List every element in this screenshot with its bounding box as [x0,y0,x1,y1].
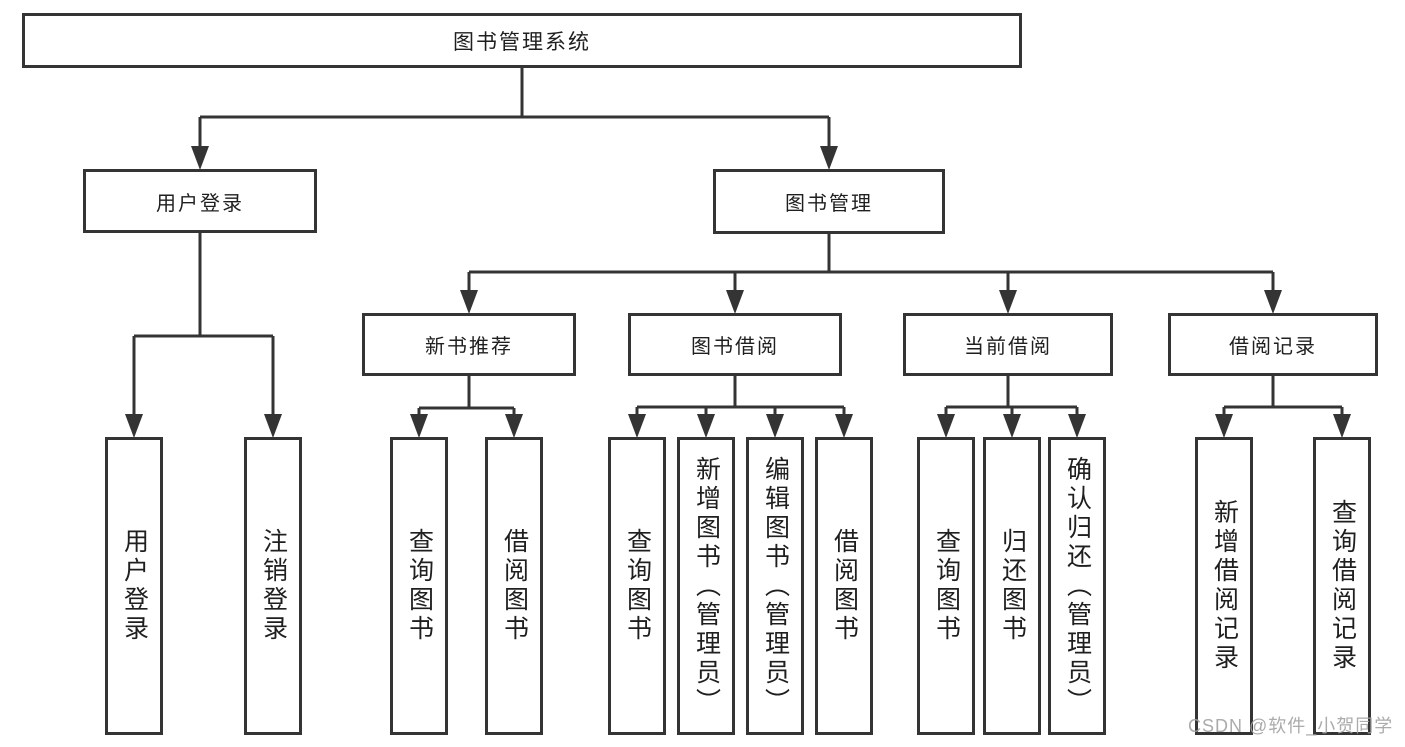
leaf-query-borrow-record-label: 查询借阅记录 [1328,499,1357,673]
node-borrowing-records: 借阅记录 [1168,313,1378,376]
leaf-confirm-return-admin: 确认归还（管理员） [1048,437,1106,735]
edge-borrow-to-leaves [635,376,846,415]
node-current-borrowing-label: 当前借阅 [964,336,1052,358]
leaf-borrow-books-label: 借阅图书 [830,528,859,644]
csdn-watermark: CSDN @软件_小贺同学 [1188,716,1394,736]
leaf-borrow-books-recommend-label: 借阅图书 [500,528,529,644]
leaf-return-books-label: 归还图书 [998,528,1027,644]
edge-userlogin-to-leaves [132,233,275,415]
node-root-label: 图书管理系统 [453,30,591,54]
leaf-confirm-return-admin-label: 确认归还（管理员） [1063,455,1092,717]
node-borrowing-records-label: 借阅记录 [1229,336,1317,358]
leaf-query-books-recommend: 查询图书 [390,437,448,735]
leaf-query-books-recommend-label: 查询图书 [405,528,434,644]
leaf-add-borrow-record: 新增借阅记录 [1195,437,1253,735]
leaf-add-books-admin: 新增图书（管理员） [677,437,735,735]
leaf-query-books-borrowing-label: 查询图书 [623,528,652,644]
node-book-management-label: 图书管理 [785,193,873,215]
leaf-add-books-admin-label: 新增图书（管理员） [692,455,721,717]
leaf-logout-label: 注销登录 [259,528,288,644]
leaf-return-books: 归还图书 [983,437,1041,735]
leaf-query-borrow-record: 查询借阅记录 [1313,437,1371,735]
leaf-query-books-borrowing: 查询图书 [608,437,666,735]
node-book-management: 图书管理 [713,169,945,234]
edge-newrec-to-leaves [417,376,516,415]
node-book-borrowing: 图书借阅 [628,313,842,376]
leaf-add-borrow-record-label: 新增借阅记录 [1210,499,1239,673]
leaf-query-books-current: 查询图书 [917,437,975,735]
leaf-user-login-label: 用户登录 [120,528,149,644]
leaf-edit-books-admin: 编辑图书（管理员） [746,437,804,735]
leaf-logout: 注销登录 [244,437,302,735]
edge-records-to-leaves [1222,376,1344,415]
leaf-borrow-books: 借阅图书 [815,437,873,735]
node-book-borrowing-label: 图书借阅 [691,336,779,358]
node-new-book-recommend: 新书推荐 [362,313,576,376]
node-user-login: 用户登录 [83,169,317,233]
edge-root-to-level2 [198,68,831,147]
leaf-query-books-current-label: 查询图书 [932,528,961,644]
leaf-edit-books-admin-label: 编辑图书（管理员） [761,455,790,717]
edge-current-to-leaves [944,376,1079,415]
node-root: 图书管理系统 [22,13,1022,68]
edge-bookmgmt-to-level3 [467,234,1275,291]
node-user-login-label: 用户登录 [156,192,244,215]
node-current-borrowing: 当前借阅 [903,313,1113,376]
node-new-book-recommend-label: 新书推荐 [425,336,513,358]
leaf-borrow-books-recommend: 借阅图书 [485,437,543,735]
leaf-user-login: 用户登录 [105,437,163,735]
arrowheads [125,146,1351,438]
